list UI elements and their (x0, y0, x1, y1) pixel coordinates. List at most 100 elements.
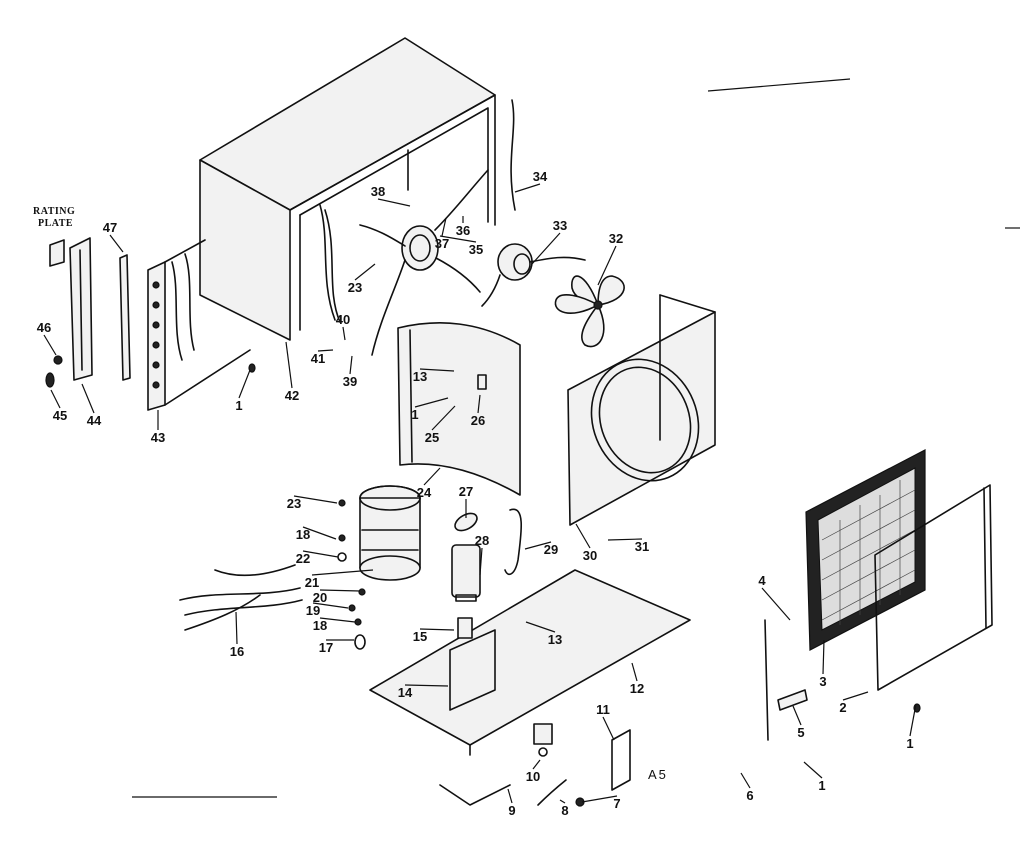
callout-number: 32 (609, 231, 623, 246)
filter-strip (764, 619, 769, 741)
callout-leader (414, 397, 449, 408)
base-pan (369, 569, 691, 756)
callout-c15: 15 (413, 628, 455, 644)
callout-leader (293, 495, 338, 504)
condenser-coil (147, 239, 251, 411)
callout-number: 22 (296, 551, 310, 566)
callout-c11: 11 (596, 702, 615, 741)
callout-c41: 41 (311, 349, 334, 366)
callout-number: 40 (336, 312, 350, 327)
callout-c13a: 13 (413, 368, 455, 384)
control-bracket (449, 617, 496, 711)
callout-number: 7 (613, 796, 620, 811)
callout-number: 1 (818, 778, 825, 793)
callout-number: 29 (544, 542, 558, 557)
callout-c42: 42 (285, 341, 299, 403)
callout-c8: 8 (559, 799, 569, 818)
callout-number: 18 (296, 527, 310, 542)
callout-number: 46 (37, 320, 51, 335)
callout-leader (602, 716, 615, 741)
callout-c9: 9 (507, 788, 516, 818)
callout-leader (419, 628, 455, 631)
callout-leader (631, 662, 638, 682)
callout-leader (477, 394, 481, 414)
capillary-tube (504, 508, 523, 576)
callout-c35: 35 (439, 235, 483, 257)
partition-panel (397, 322, 521, 496)
callout-number: 23 (348, 280, 362, 295)
callout-leader (822, 639, 825, 675)
callout-number: 33 (553, 218, 567, 233)
callout-c34: 34 (514, 169, 548, 193)
callout-c12: 12 (630, 662, 644, 696)
screw-1-left (248, 363, 256, 373)
callout-number: 36 (456, 223, 470, 238)
callout-c39: 39 (343, 355, 357, 389)
callout-leader (238, 369, 251, 399)
callout-number: 28 (475, 533, 489, 548)
callout-c23a: 23 (348, 263, 376, 295)
callout-c1c: 1 (906, 703, 917, 751)
callout-c19: 19 (306, 602, 349, 618)
callout-number: 45 (53, 408, 67, 423)
callout-number: 1 (235, 398, 242, 413)
callout-number: 34 (533, 169, 548, 184)
callout-leader (514, 183, 541, 193)
callout-c24: 24 (417, 467, 441, 500)
cabinet-shell (199, 37, 496, 341)
callout-number: 9 (508, 803, 515, 818)
callout-c2: 2 (839, 691, 869, 715)
callout-c25: 25 (425, 405, 456, 445)
callout-c18a: 18 (296, 526, 337, 542)
callout-number: 20 (313, 590, 327, 605)
callout-leader (431, 405, 456, 431)
overload-protector (454, 512, 478, 532)
callout-leader (423, 467, 441, 486)
callout-number: 25 (425, 430, 439, 445)
callout-leader (354, 263, 376, 281)
callout-number: 35 (469, 242, 483, 257)
callout-leader (575, 523, 591, 549)
callout-leader (302, 526, 337, 540)
callout-leader (761, 587, 791, 621)
callout-c1d: 1 (235, 369, 251, 413)
wiring-harness (179, 564, 303, 631)
callout-c27: 27 (459, 484, 473, 518)
callout-number: 3 (819, 674, 826, 689)
callout-c30: 30 (575, 523, 597, 563)
callout-leader (317, 349, 334, 352)
callout-c32: 32 (597, 231, 623, 286)
wire-lead (510, 99, 516, 211)
callout-number: 38 (371, 184, 385, 199)
control-panel (611, 729, 631, 791)
callout-leader (524, 541, 552, 550)
callout-leader (342, 326, 346, 341)
callout-c4: 4 (758, 573, 791, 621)
callout-number: 15 (413, 629, 427, 644)
callout-c22: 22 (296, 550, 339, 566)
callout-leader (109, 234, 124, 253)
callout-c21: 21 (305, 569, 374, 590)
callout-number: 13 (548, 632, 562, 647)
callout-number: 44 (87, 413, 102, 428)
motor-mount-bracket (359, 169, 489, 356)
callout-number: 5 (797, 725, 804, 740)
callout-c14: 14 (398, 684, 449, 700)
callout-leader (441, 217, 447, 237)
callout-number: 21 (305, 575, 319, 590)
callout-c28: 28 (475, 533, 489, 576)
gasket-strip (119, 254, 131, 381)
callout-c40: 40 (336, 312, 350, 341)
callout-number: 1 (411, 407, 418, 422)
callout-leader (377, 198, 411, 207)
callout-number: 18 (313, 618, 327, 633)
callout-leader (285, 341, 293, 389)
callout-leader (531, 232, 561, 265)
callout-c31: 31 (607, 538, 649, 554)
callout-number: 37 (435, 236, 449, 251)
fan-blade (554, 275, 625, 348)
header-rule (707, 78, 851, 92)
callout-c3: 3 (819, 639, 827, 689)
